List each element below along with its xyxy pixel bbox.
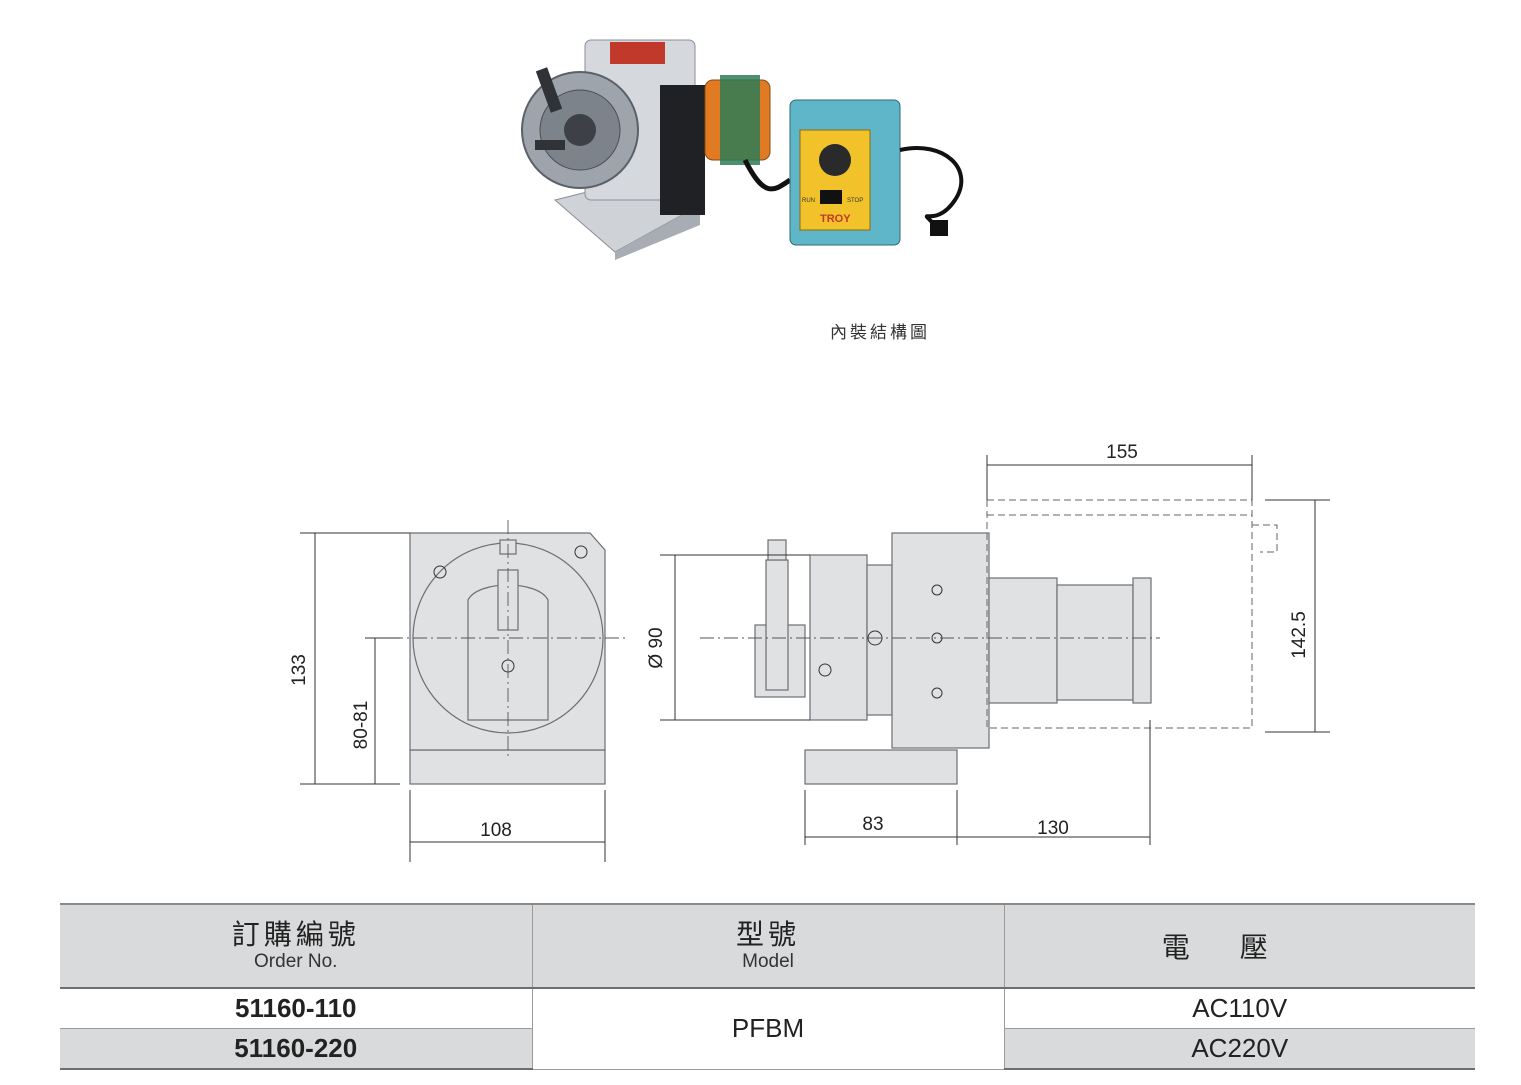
dim-motor-offset: 130 (1037, 818, 1069, 839)
dim-center-height: 80-81 (351, 701, 372, 750)
technical-drawing: 133 80-81 108 Ø 90 (289, 442, 1330, 862)
header-order-zh: 訂購編號 (231, 919, 360, 950)
plug-icon (930, 220, 948, 236)
spec-table: 訂購編號 Order No. 型號 Model 電壓 51160-110 PFB… (60, 903, 1475, 1070)
header-model: 型號 Model (531, 903, 1004, 989)
controller-stop-label: STOP (847, 198, 863, 204)
dim-motor-length: 155 (1106, 442, 1138, 463)
header-voltage-zh: 電壓 (1161, 932, 1318, 963)
controller-run-label: RUN (802, 198, 815, 204)
front-view: 133 80-81 108 (289, 520, 625, 862)
header-order-en: Order No. (254, 951, 338, 972)
dim-diameter: Ø 90 (646, 627, 667, 668)
header-model-en: Model (742, 951, 794, 972)
brand-label: TROY (820, 213, 851, 225)
order-no-cell: 51160-110 (60, 988, 532, 1029)
dim-base-length: 83 (862, 814, 883, 835)
run-stop-switch (820, 190, 842, 204)
speed-knob-icon (819, 144, 851, 176)
dim-motor-height: 142.5 (1289, 611, 1310, 659)
dim-height-overall: 133 (289, 654, 310, 686)
product-photo: RUN STOP TROY (521, 39, 964, 260)
table-header-row: 訂購編號 Order No. 型號 Model 電壓 (60, 903, 1475, 989)
dim-width-base: 108 (480, 820, 512, 841)
header-order-no: 訂購編號 Order No. (60, 903, 532, 989)
table-row: 51160-220 AC220V (60, 1028, 1475, 1070)
voltage-cell: AC110V (1003, 988, 1475, 1029)
order-no-cell: 51160-220 (60, 1028, 532, 1070)
voltage-cell: AC220V (1003, 1028, 1475, 1070)
header-voltage: 電壓 (1003, 903, 1475, 989)
side-view: Ø 90 155 142.5 83 130 (646, 442, 1330, 845)
table-row: 51160-110 PFBM AC110V (60, 988, 1475, 1070)
internal-structure-caption: 內裝結構圖 (830, 323, 930, 342)
header-model-zh: 型號 (735, 919, 800, 950)
model-cell: PFBM (531, 988, 1004, 1070)
